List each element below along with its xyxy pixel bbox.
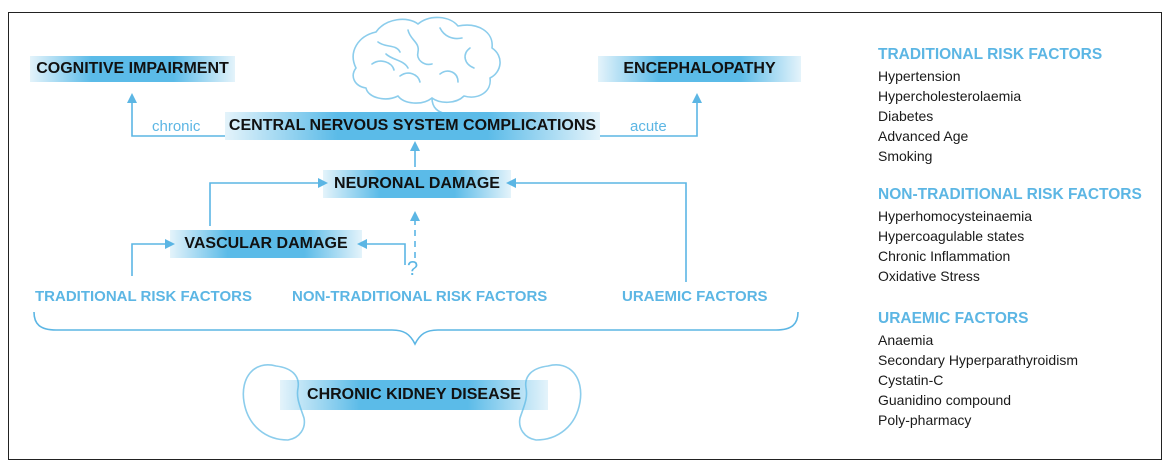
legend-traditional-title: TRADITIONAL RISK FACTORS (878, 46, 1103, 63)
non-traditional-risk-factors-label: NON-TRADITIONAL RISK FACTORS (292, 288, 548, 305)
list-item: Cystatin-C (878, 372, 944, 388)
vascular-damage-box: VASCULAR DAMAGE (170, 230, 362, 258)
uraemic-factors-label: URAEMIC FACTORS (622, 288, 768, 305)
list-item: Secondary Hyperparathyroidism (878, 352, 1078, 368)
acute-label: acute (630, 118, 667, 135)
encephalopathy-box: ENCEPHALOPATHY (598, 56, 801, 82)
legend-non-traditional-list: Hyperhomocysteinaemia Hypercoagulable st… (878, 206, 1032, 286)
figure-frame (8, 12, 1162, 460)
brain-icon (352, 16, 501, 115)
list-item: Poly-pharmacy (878, 412, 972, 428)
cognitive-impairment-box: COGNITIVE IMPAIRMENT (30, 56, 235, 82)
neuronal-damage-box: NEURONAL DAMAGE (323, 170, 511, 198)
list-item: Advanced Age (878, 128, 969, 144)
question-mark: ? (407, 258, 419, 280)
ckd-box: CHRONIC KIDNEY DISEASE (280, 380, 548, 410)
legend-uraemic-title: URAEMIC FACTORS (878, 310, 1029, 327)
list-item: Oxidative Stress (878, 268, 980, 284)
list-item: Diabetes (878, 108, 934, 124)
list-item: Chronic Inflammation (878, 248, 1011, 264)
list-item: Anaemia (878, 332, 934, 348)
list-item: Hyperhomocysteinaemia (878, 208, 1033, 224)
list-item: Guanidino compound (878, 392, 1012, 408)
list-item: Hypercoagulable states (878, 228, 1025, 244)
traditional-risk-factors-label: TRADITIONAL RISK FACTORS (35, 288, 252, 305)
legend-traditional-list: Hypertension Hypercholesterolaemia Diabe… (878, 66, 1021, 166)
chronic-label: chronic (152, 118, 201, 135)
list-item: Hypercholesterolaemia (878, 88, 1022, 104)
list-item: Hypertension (878, 68, 961, 84)
list-item: Smoking (878, 148, 933, 164)
legend-non-traditional-title: NON-TRADITIONAL RISK FACTORS (878, 186, 1142, 203)
legend-uraemic-list: Anaemia Secondary Hyperparathyroidism Cy… (878, 330, 1078, 430)
curly-brace (33, 311, 799, 346)
cns-complications-box: CENTRAL NERVOUS SYSTEM COMPLICATIONS (225, 112, 600, 140)
